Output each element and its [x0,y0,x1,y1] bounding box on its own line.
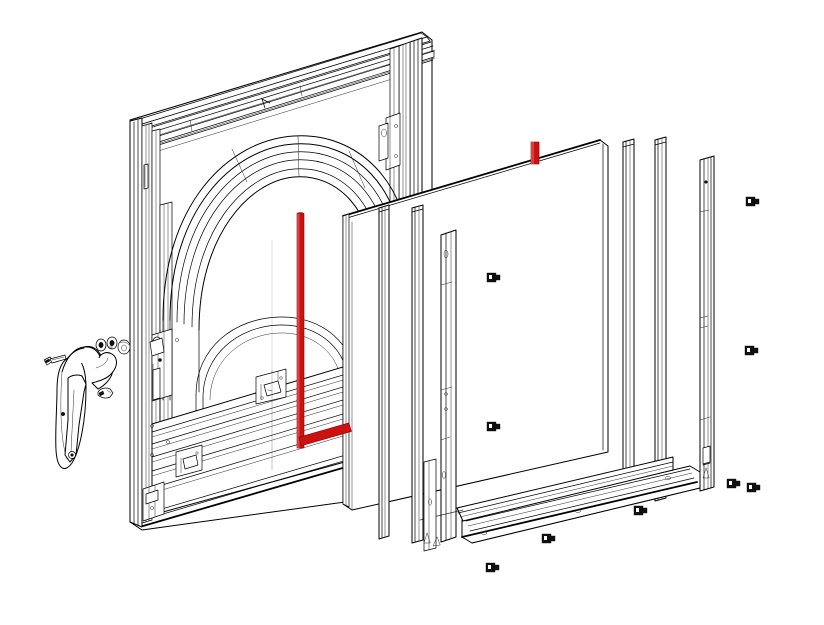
glazing-bead-vertical-4 [654,136,667,502]
handle-lever-tail [64,374,87,463]
oval-fixing-hole [443,249,449,259]
upper-hinge [149,328,173,402]
backplate-hole [61,412,66,417]
glazing-bead-vertical-2 [411,204,424,544]
fixing-hole [704,180,708,184]
glazing-bead-vertical-3 [622,138,635,504]
fixing-screw [746,482,761,493]
sill-drain-hole [665,476,671,480]
fixing-screw [485,562,500,573]
striker-keep-bracket-center [255,368,287,405]
bottom-rail-profile [419,456,674,522]
left-hanging-stile [129,117,161,528]
fixing-hole [150,453,154,457]
top-frame-rail [132,32,436,147]
washer-nut-b [106,336,118,350]
handle-cam-arm [91,352,117,384]
striker-keep-bracket-left [175,444,203,478]
spindle-screw [43,354,67,366]
fixing-hole [150,424,154,428]
fixing-screw [745,196,760,207]
threshold-sill-profile [461,465,701,544]
panel-top-red-tab [530,141,540,165]
door-handle-lever-assembly [43,336,131,469]
guide-tab [432,536,441,547]
highlighted-seal-profile [296,212,352,449]
glazing-bead-vertical-1 [378,204,390,540]
sill-drain-hole [575,509,581,513]
fixing-screw [486,272,501,283]
fixing-hole [166,440,170,444]
fixing-screw [541,533,556,544]
sill-drain-hole [481,531,487,535]
fixing-screw [633,505,648,516]
cap-nut [117,339,131,355]
fixing-screw [744,345,759,356]
fixing-hole [175,338,179,342]
grub-screw [97,387,114,399]
inner-stile-plate [440,229,457,543]
washer-nut-a [95,338,107,352]
fixing-screw [486,421,501,432]
side-jamb-profile [699,155,715,492]
lower-hinge [142,481,165,522]
sill-end-bracket [423,458,437,552]
fixing-screw [726,478,741,489]
fixing-screws [485,196,761,573]
